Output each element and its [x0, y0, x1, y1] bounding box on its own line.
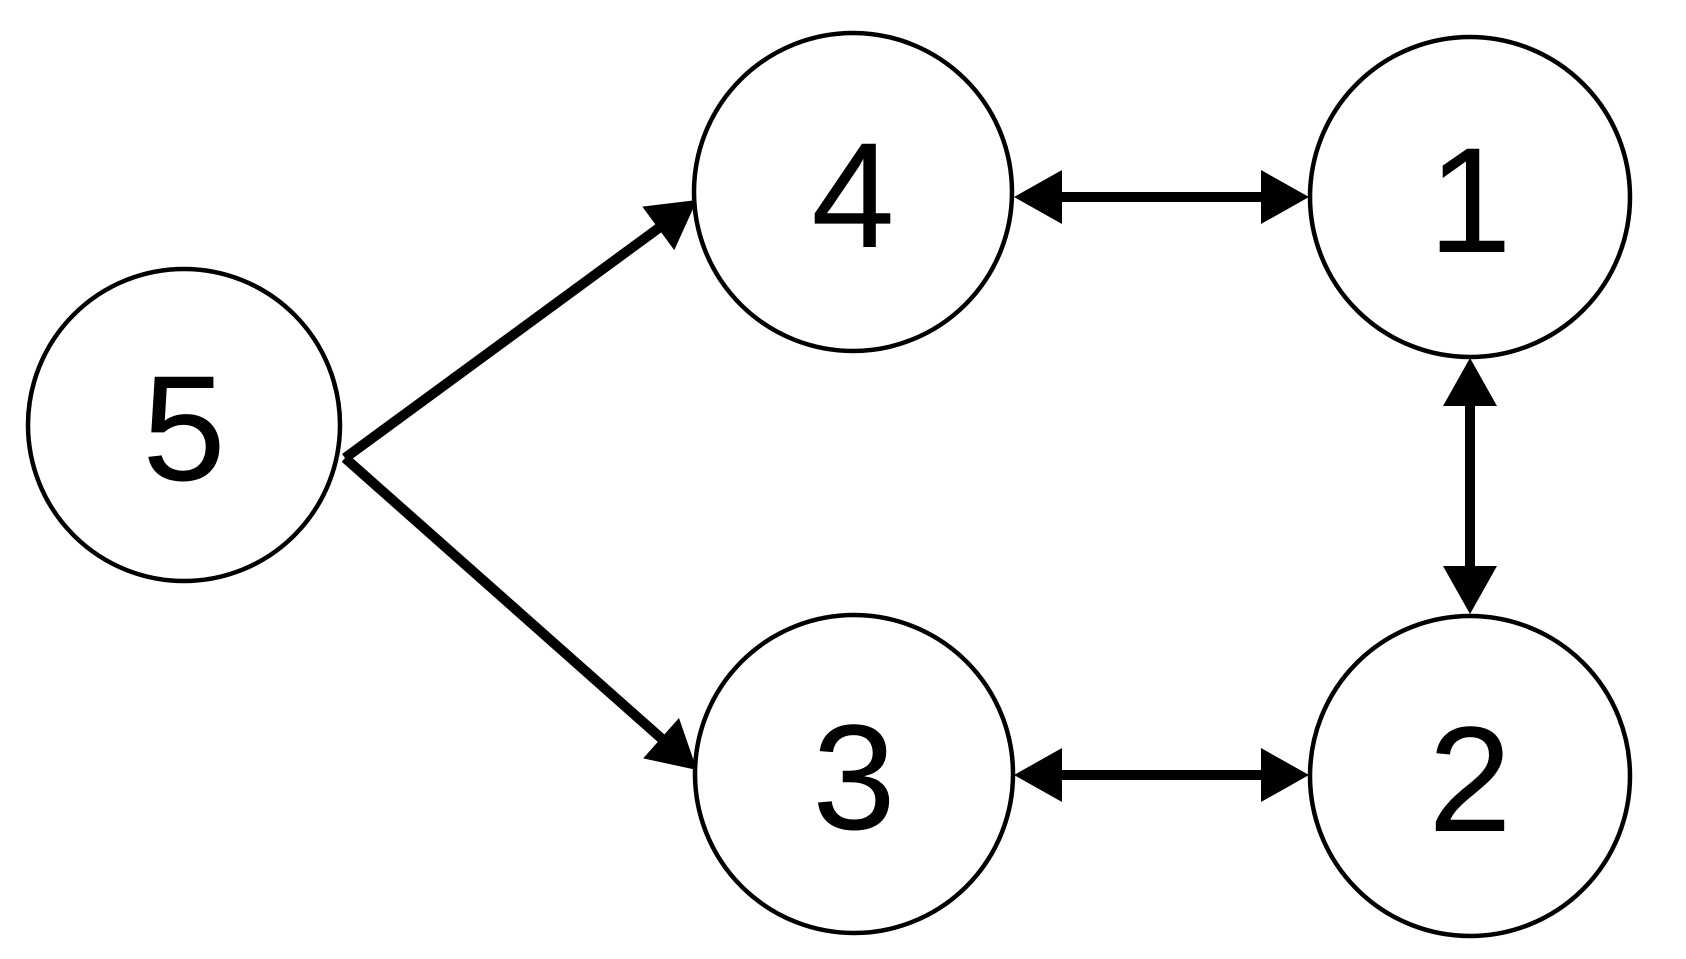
- node-3[interactable]: 3: [692, 612, 1016, 936]
- arrow-head-icon: [1014, 170, 1062, 224]
- arrow-head-icon: [642, 200, 697, 251]
- edges-layer: [341, 170, 1497, 802]
- node-circle[interactable]: [1307, 613, 1633, 939]
- node-4[interactable]: 4: [691, 30, 1015, 354]
- edge-line: [342, 217, 671, 463]
- edge-3-to-2: [1014, 748, 1309, 802]
- edge-5-to-4: [342, 200, 697, 463]
- node-label: 2: [1428, 695, 1511, 863]
- node-circle[interactable]: [25, 266, 343, 584]
- node-2[interactable]: 2: [1307, 613, 1633, 939]
- arrow-head-icon: [1443, 358, 1497, 406]
- edge-1-to-2: [1443, 358, 1497, 614]
- node-label: 4: [811, 111, 894, 279]
- arrow-head-icon: [1261, 170, 1309, 224]
- node-label: 1: [1428, 116, 1511, 284]
- arrow-head-icon: [1443, 566, 1497, 614]
- arrow-head-icon: [1261, 748, 1309, 802]
- edge-5-to-3: [341, 454, 697, 770]
- edge-4-to-1: [1014, 170, 1309, 224]
- nodes-layer: 5 4 1 3 2: [25, 30, 1633, 939]
- arrow-head-icon: [1014, 748, 1062, 802]
- node-label: 5: [142, 344, 225, 512]
- node-1[interactable]: 1: [1307, 34, 1633, 360]
- node-5[interactable]: 5: [25, 266, 343, 584]
- node-label: 3: [812, 693, 895, 861]
- node-circle[interactable]: [692, 612, 1016, 936]
- node-circle[interactable]: [691, 30, 1015, 354]
- edge-line: [341, 454, 674, 750]
- arrow-head-icon: [643, 717, 697, 770]
- node-circle[interactable]: [1307, 34, 1633, 360]
